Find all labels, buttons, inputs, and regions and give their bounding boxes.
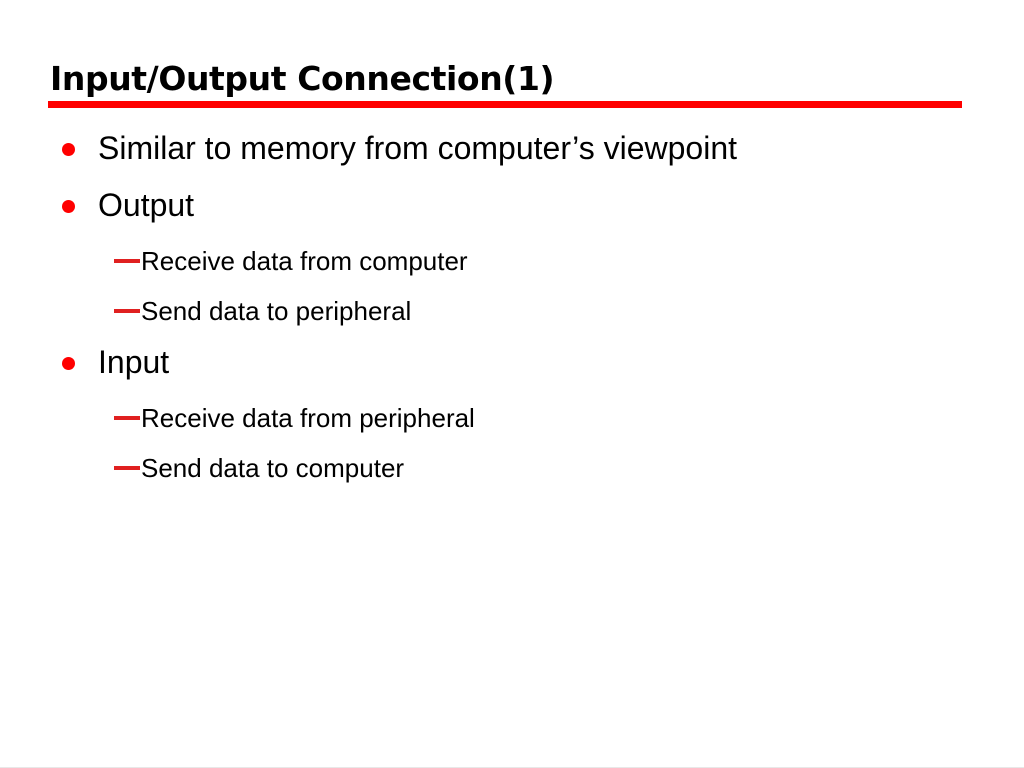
list-item-label: Output [98, 187, 195, 223]
list-item: Output [0, 183, 1024, 240]
list-item-label: Input [98, 344, 170, 380]
bullet-dot-icon [62, 143, 75, 156]
em-dash-icon [114, 309, 140, 313]
sub-list-item: Send data to computer [0, 447, 1024, 497]
slide-body-list: Similar to memory from computer’s viewpo… [0, 126, 1024, 497]
bullet-dot-icon [62, 200, 75, 213]
sub-list-item-label: Send data to peripheral [141, 296, 412, 326]
em-dash-icon [114, 466, 140, 470]
bullet-dot-icon [62, 357, 75, 370]
sub-list-item-label: Send data to computer [141, 453, 405, 483]
sub-list-item-label: Receive data from peripheral [141, 403, 475, 433]
title-underline-rule [48, 101, 962, 108]
list-item: Input [0, 340, 1024, 397]
sub-list-item: Send data to peripheral [0, 290, 1024, 340]
sub-list-item-label: Receive data from computer [141, 246, 468, 276]
list-item-label: Similar to memory from computer’s viewpo… [98, 130, 737, 166]
em-dash-icon [114, 259, 140, 263]
em-dash-icon [114, 416, 140, 420]
sub-list-item: Receive data from computer [0, 240, 1024, 290]
sub-list-item: Receive data from peripheral [0, 397, 1024, 447]
list-item: Similar to memory from computer’s viewpo… [0, 126, 1024, 183]
page-title: Input/Output Connection(1) [50, 59, 555, 98]
